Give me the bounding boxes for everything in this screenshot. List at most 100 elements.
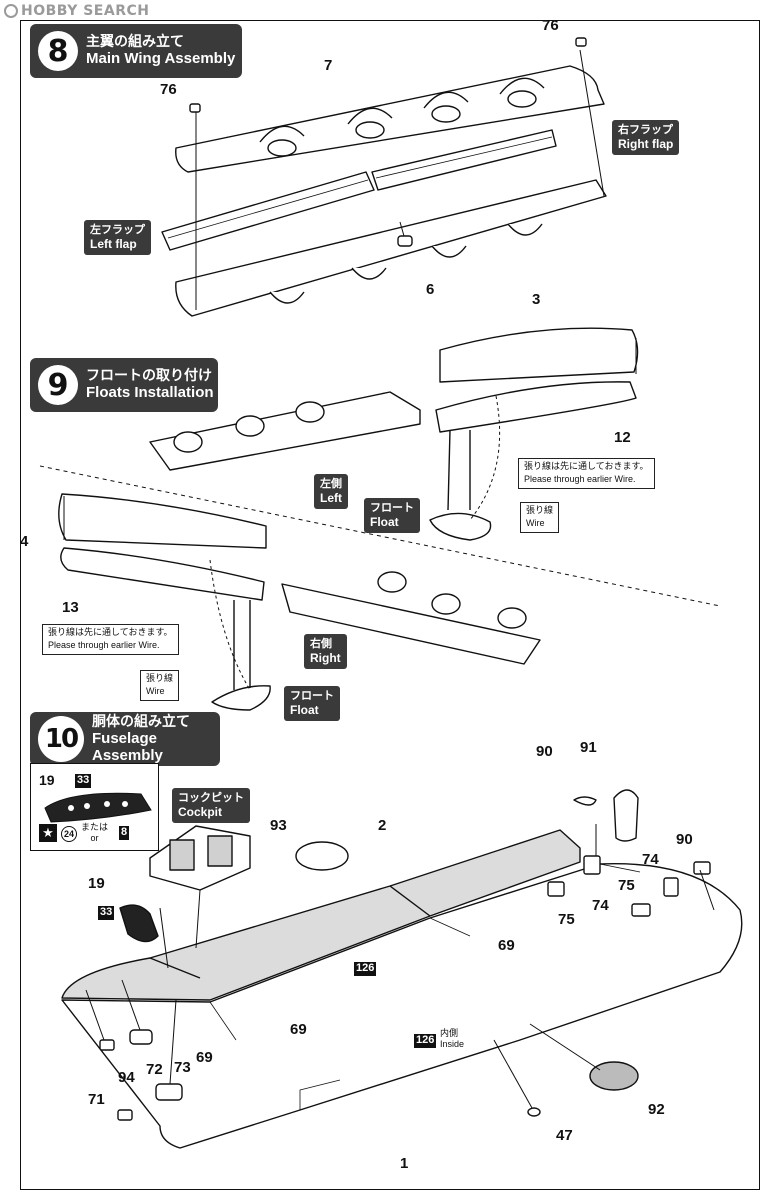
wing-outer-right-upper-4 — [58, 493, 267, 549]
part-label-69-left: 69 — [196, 1049, 213, 1066]
page-frame — [20, 20, 760, 1190]
step-10-header: 10 胴体の組み立て Fuselage Assembly — [30, 712, 220, 766]
part-label-12: 12 — [614, 429, 631, 446]
instrument-panel-inset: 19 33 ★ 24 または or 8 — [30, 763, 159, 851]
part-label-75-right: 75 — [618, 877, 635, 894]
part-label-91: 91 — [580, 739, 597, 756]
left-flap-label: 左フラップ Left flap — [84, 220, 151, 255]
part-label-74-mid: 74 — [592, 897, 609, 914]
right-flap-label: 右フラップ Right flap — [612, 120, 680, 155]
wing-outer-left-upper-3 — [439, 327, 639, 383]
watermark-text: HOBBY SEARCH — [21, 3, 150, 19]
wire-note-left: 張り線は先に通しておきます。 Please through earlier Wi… — [518, 458, 655, 490]
step-10-number: 10 — [38, 716, 84, 762]
wing-outer-left-lower-12 — [435, 381, 637, 433]
inset-part-19: 19 — [39, 772, 55, 788]
part-label-7: 7 — [324, 57, 333, 74]
part-19-instrument-panel — [119, 904, 159, 943]
part-label-13: 13 — [62, 599, 79, 616]
part-93-ring — [295, 841, 349, 871]
part-label-3: 3 — [532, 291, 541, 308]
step-8-title-en: Main Wing Assembly — [86, 50, 236, 68]
float-right-piece — [211, 600, 271, 711]
part-label-94: 94 — [118, 1069, 135, 1086]
part-label-74-right: 74 — [642, 851, 659, 868]
part-label-69-right: 69 — [498, 937, 515, 954]
decal-star-icon: ★ — [39, 824, 57, 842]
inside-label: 内側 Inside — [440, 1029, 465, 1049]
part-label-6: 6 — [426, 281, 435, 298]
wing-center-left — [149, 391, 421, 471]
hobby-search-watermark: HOBBY SEARCH — [4, 2, 149, 20]
fuselage-half-2 — [61, 829, 581, 1001]
wire-label-left: 張り線 Wire — [520, 502, 560, 534]
part-label-71: 71 — [88, 1091, 105, 1108]
part-6-piece — [397, 235, 413, 247]
part-label-72: 72 — [146, 1061, 163, 1078]
step8-guide-lines — [195, 49, 605, 310]
step-9-title-en: Floats Installation — [86, 384, 214, 402]
part-74-window-b — [663, 877, 679, 897]
wing-lower-part — [175, 179, 607, 317]
step-9-number: 9 — [38, 365, 78, 405]
part-label-47: 47 — [556, 1127, 573, 1144]
float-left-label: フロート Float — [364, 498, 420, 533]
part-label-90-right: 90 — [676, 831, 693, 848]
step-9-title-jp: フロートの取り付け — [86, 368, 212, 385]
color-chip-126-inside: 126 — [414, 1034, 437, 1048]
inset-alt-color-8: 8 — [119, 826, 130, 840]
wire-label-right: 張り線 Wire — [140, 670, 180, 702]
float-left-piece — [429, 429, 492, 541]
color-chip-126-main: 126 — [354, 962, 377, 976]
part-94-window — [99, 1039, 115, 1051]
part-label-90-top: 90 — [536, 743, 553, 760]
step10-guide-lines — [85, 824, 715, 1109]
step-9-header: 9 フロートの取り付け Floats Installation — [30, 358, 218, 412]
part-label-19: 19 — [88, 875, 105, 892]
part-91-hatch — [613, 789, 639, 842]
fuselage-half-1 — [61, 863, 743, 1149]
inset-color-33: 33 — [75, 774, 92, 788]
step-8-number: 8 — [38, 31, 78, 71]
part-label-69-mid: 69 — [290, 1021, 307, 1038]
part-72-window — [155, 1083, 183, 1101]
cockpit-subassembly — [149, 825, 251, 891]
left-flap — [161, 171, 375, 251]
part-label-93: 93 — [270, 817, 287, 834]
part-label-92: 92 — [648, 1101, 665, 1118]
part-label-4: 4 — [20, 533, 29, 550]
part-73-window — [129, 1029, 153, 1045]
float-right-label: フロート Float — [284, 686, 340, 721]
step9-guide-lines — [63, 338, 637, 691]
part-47-disc — [527, 1107, 541, 1117]
step-10-title-en: Fuselage Assembly — [92, 729, 163, 765]
part-90-window — [573, 796, 597, 806]
inset-or-text: または or — [81, 823, 109, 843]
left-side-label: 左側 Left — [314, 474, 348, 509]
wing-center-right — [281, 571, 541, 665]
part-label-1: 1 — [400, 1155, 409, 1172]
step9-divider-line — [39, 465, 721, 607]
part-label-76-right: 76 — [542, 17, 559, 34]
part-label-2: 2 — [378, 817, 387, 834]
part-label-75-mid: 75 — [558, 911, 575, 928]
wing-outer-right-lower-13 — [60, 547, 265, 601]
part-label-73: 73 — [174, 1059, 191, 1076]
inset-panel-drawing — [44, 792, 152, 823]
color-chip-33: 33 — [98, 906, 115, 920]
right-side-label: 右側 Right — [304, 634, 347, 669]
step-10-title-jp: 胴体の組み立て — [92, 713, 190, 730]
part-label-76-left: 76 — [160, 81, 177, 98]
part-75-window-b — [631, 903, 651, 917]
part-90-window-b — [693, 861, 711, 875]
part-71-window — [117, 1109, 133, 1121]
inset-decal-24: 24 — [61, 826, 77, 842]
right-flap — [371, 129, 557, 191]
part-76-left-piece — [189, 103, 201, 113]
cockpit-label: コックピット Cockpit — [172, 788, 250, 823]
part-76-right-piece — [575, 37, 587, 47]
part-75-window-a — [547, 881, 565, 897]
step-8-title-jp: 主翼の組み立て — [86, 34, 184, 51]
step-8-header: 8 主翼の組み立て Main Wing Assembly — [30, 24, 242, 78]
